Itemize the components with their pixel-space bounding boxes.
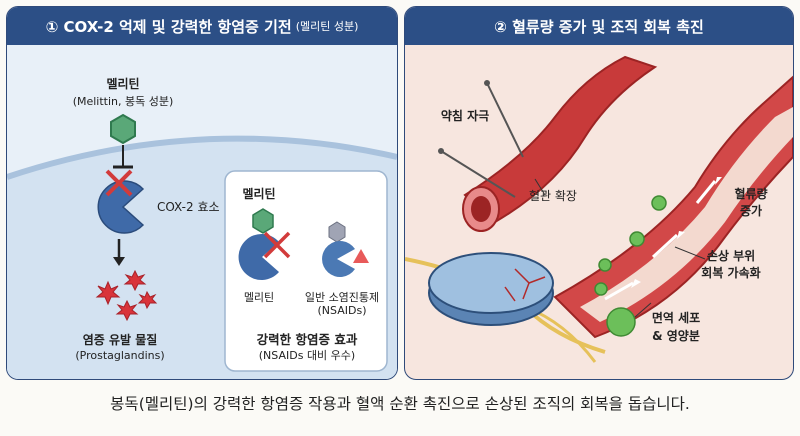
damage-crack-icon <box>504 268 546 302</box>
nsaid-molecule-icon <box>328 221 346 243</box>
flow-arrows <box>604 180 717 301</box>
immune-cell-icon <box>594 195 667 337</box>
acupuncture-needle-2 <box>486 82 524 158</box>
cox2-mechanism-illustration <box>7 113 397 379</box>
prostaglandin-icon <box>95 269 158 322</box>
large-vessel <box>553 75 793 339</box>
bloodflow-panel-title: ② 혈류량 증가 및 조직 회복 촉진 <box>494 17 704 36</box>
recovery-label-2: 회복 가속화 <box>701 266 761 280</box>
cox2-panel-title-sub: (멜리틴 성분) <box>295 20 359 33</box>
vessel-lumen <box>580 107 793 322</box>
cox2-panel-header: ① COX-2 억제 및 강력한 항염증 기전 (멜리틴 성분) <box>7 7 397 45</box>
melittin-sub-label: (Melittin, 봉독 성분) <box>72 95 174 108</box>
cox2-panel: ① COX-2 억제 및 강력한 항염증 기전 (멜리틴 성분) <box>6 6 398 380</box>
inflammation-sub-label: (Prostaglandins) <box>75 349 165 362</box>
inset-enzyme-nsaid-icon <box>322 241 355 278</box>
inset-melittin-icon <box>252 208 274 234</box>
cox2-panel-title: ① COX-2 억제 및 강력한 항염증 기전 <box>45 17 292 36</box>
nsaid-partial-block-icon <box>353 249 369 263</box>
immune-label-2: & 영양분 <box>652 329 700 343</box>
acupuncture-label: 약침 자극 <box>440 109 490 123</box>
inset-melittin-bottom-label: 멜리틴 <box>243 291 275 304</box>
inflammation-label: 염증 유발 물질 <box>82 333 158 347</box>
cox2-label: COX-2 효소 <box>157 200 220 214</box>
nsaids-label: 일반 소염진통제 <box>304 291 380 304</box>
recovery-label-1: 손상 부위 <box>706 249 756 263</box>
bloodflow-panel-header: ② 혈류량 증가 및 조직 회복 촉진 <box>405 7 793 45</box>
acupuncture-needle <box>440 150 516 198</box>
effect-title: 강력한 항염증 효과 <box>256 332 358 347</box>
immune-label-1: 면역 세포 <box>651 311 701 325</box>
nsaids-sub-label: (NSAIDs) <box>317 304 367 317</box>
vasodilation-label: 혈관 확장 <box>529 189 577 203</box>
cell-membrane <box>7 135 397 180</box>
bloodflow-panel: ② 혈류량 증가 및 조직 회복 촉진 <box>404 6 794 380</box>
small-vessel <box>463 55 658 224</box>
bloodflow-label-2: 증가 <box>739 204 763 218</box>
effect-sub: (NSAIDs 대비 우수) <box>258 349 356 362</box>
caption: 봉독(멜리틴)의 강력한 항염증 작용과 혈액 순환 촉진으로 손상된 조직의 … <box>110 395 690 413</box>
melittin-label: 멜리틴 <box>106 77 140 91</box>
bloodflow-label-1: 혈류량 <box>734 187 768 201</box>
inset-melittin-top-label: 멜리틴 <box>242 187 276 201</box>
bloodflow-illustration <box>405 55 793 363</box>
melittin-hexagon-icon <box>110 113 136 145</box>
inset-cox2-icon <box>238 234 279 281</box>
